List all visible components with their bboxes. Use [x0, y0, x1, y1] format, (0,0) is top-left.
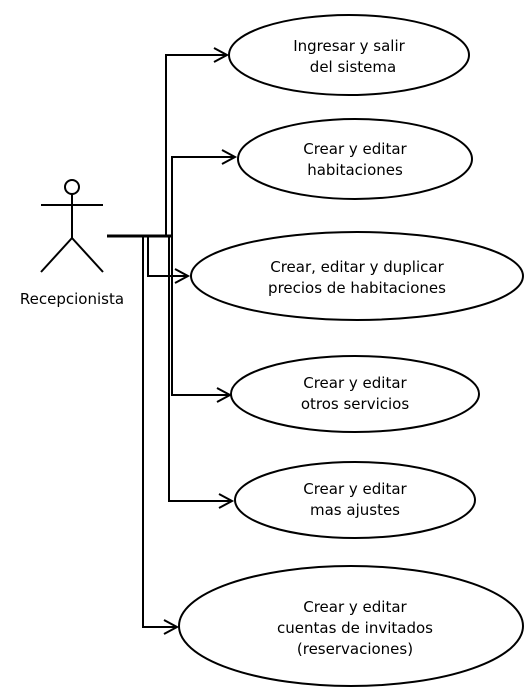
use-case-3: Crear, editar y duplicar precios de habi… — [190, 231, 524, 321]
use-case-ellipse — [190, 231, 524, 321]
use-case-line: Crear y editar — [303, 598, 407, 616]
actor-head — [64, 179, 80, 195]
use-case-ellipse — [237, 118, 473, 200]
use-case-ellipse — [230, 355, 480, 433]
use-case-ellipse — [234, 461, 476, 539]
use-case-line: Crear y editar — [303, 140, 407, 158]
arrowhead-uc5 — [218, 493, 235, 509]
arrowhead-uc1 — [213, 47, 230, 63]
use-case-1: Ingresar y salir del sistema — [228, 14, 470, 96]
actor-right-leg — [71, 237, 104, 273]
use-case-line: Ingresar y salir — [293, 37, 405, 55]
use-case-ellipse — [178, 565, 524, 687]
use-case-4: Crear y editar otros servicios — [230, 355, 480, 433]
actor-recepcionista: Recepcionista — [20, 179, 124, 308]
use-case-line: Crear, editar y duplicar — [270, 258, 444, 276]
use-case-line: (reservaciones) — [297, 640, 413, 658]
use-case-line: mas ajustes — [310, 501, 400, 519]
use-case-line: otros servicios — [301, 395, 410, 413]
arrowhead-uc2 — [221, 149, 238, 165]
connector-uc4 — [171, 236, 229, 396]
use-case-ellipse — [228, 14, 470, 96]
actor-label: Recepcionista — [20, 290, 124, 308]
use-case-line: precios de habitaciones — [268, 279, 446, 297]
use-case-5: Crear y editar mas ajustes — [234, 461, 476, 539]
connector-uc2 — [171, 156, 234, 236]
use-case-line: del sistema — [310, 58, 396, 76]
arrowhead-uc4 — [216, 387, 233, 403]
connectors — [107, 47, 238, 635]
use-case-6: Crear y editar cuentas de invitados (res… — [178, 565, 524, 687]
use-case-2: Crear y editar habitaciones — [237, 118, 473, 200]
arrowhead-uc3 — [174, 268, 191, 284]
use-case-line: Crear y editar — [303, 374, 407, 392]
arrowhead-uc6 — [163, 619, 180, 635]
use-case-line: habitaciones — [307, 161, 403, 179]
connector-uc5 — [168, 236, 231, 502]
use-case-line: Crear y editar — [303, 480, 407, 498]
use-case-line: cuentas de invitados — [277, 619, 433, 637]
actor-left-leg — [40, 237, 73, 273]
connector-uc3 — [147, 236, 187, 277]
connector-uc1 — [165, 54, 226, 236]
connector-uc6 — [142, 236, 176, 628]
